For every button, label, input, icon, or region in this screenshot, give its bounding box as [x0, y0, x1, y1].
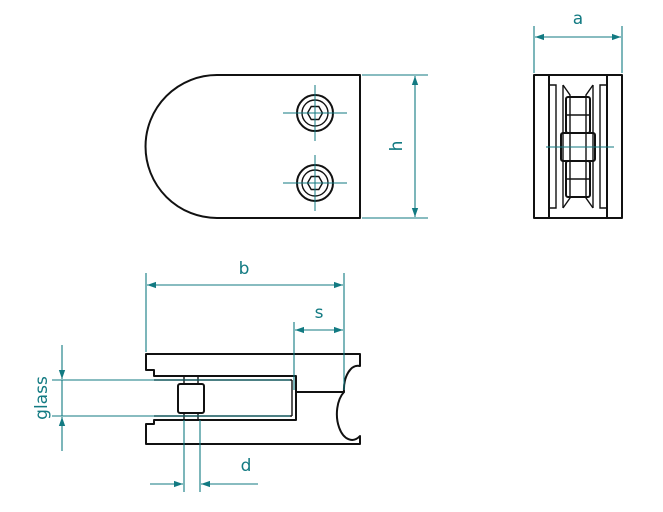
dimension-s: s — [293, 303, 343, 390]
side-view: a — [533, 9, 623, 219]
dimension-h-label: h — [387, 141, 407, 152]
dimension-h: h — [362, 74, 428, 219]
dimension-b-label: b — [239, 259, 250, 279]
dimension-b: b — [145, 259, 345, 390]
upper-screw — [283, 85, 347, 141]
front-section-view: b s glass d — [32, 259, 361, 492]
glass-spacer — [177, 383, 205, 414]
dimension-a: a — [533, 9, 623, 73]
dimension-s-label: s — [315, 303, 324, 323]
dimension-a-label: a — [573, 9, 583, 29]
side-body-outline — [533, 74, 623, 219]
upper-jaw-outline — [145, 353, 361, 393]
lower-jaw-outline — [145, 391, 361, 445]
dimension-glass-label: glass — [32, 376, 52, 420]
dimension-d: d — [150, 420, 258, 492]
clamp-body-outline — [144, 74, 361, 219]
dimension-glass: glass — [32, 345, 290, 451]
dimension-d-label: d — [241, 456, 252, 476]
lower-screw — [283, 155, 347, 211]
top-view: h — [144, 74, 428, 219]
